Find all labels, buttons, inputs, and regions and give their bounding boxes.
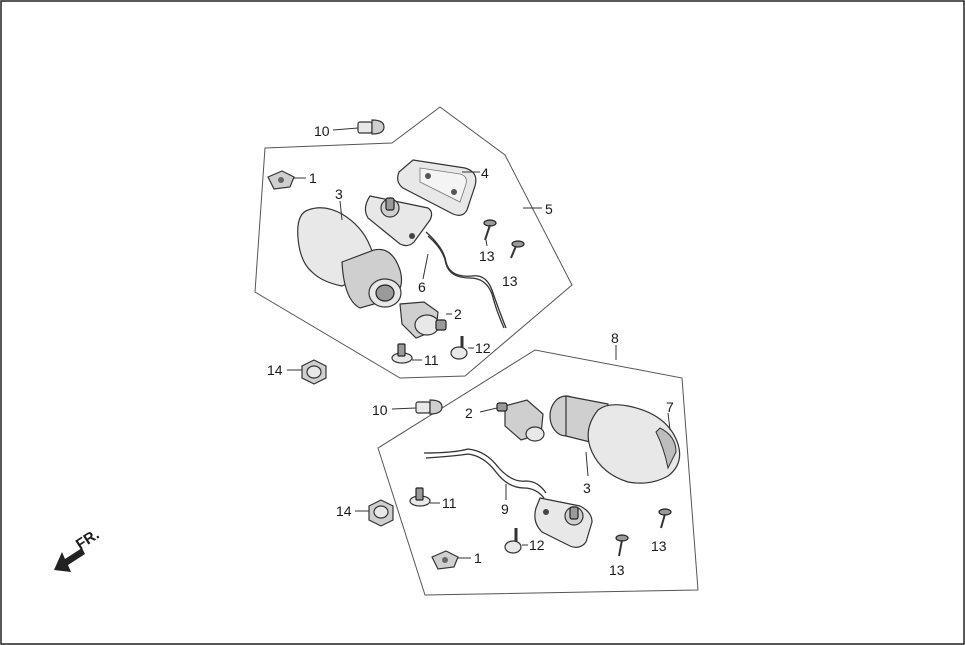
bulb-socket-top bbox=[399, 301, 447, 339]
screw-12-bottom bbox=[504, 528, 522, 554]
clip-nut-top bbox=[267, 170, 295, 190]
label-2-top: 2 bbox=[454, 306, 462, 322]
bulb-bottom bbox=[415, 399, 443, 415]
bulb-socket-bottom bbox=[496, 399, 545, 442]
label-8: 8 bbox=[611, 330, 619, 346]
label-10-top: 10 bbox=[314, 123, 330, 139]
screw-12-top bbox=[450, 336, 468, 360]
label-5: 5 bbox=[545, 201, 553, 217]
label-13a-top: 13 bbox=[479, 248, 495, 264]
label-14-bottom: 14 bbox=[336, 503, 352, 519]
top-assembly-frame bbox=[254, 106, 573, 379]
label-1-top: 1 bbox=[309, 170, 317, 186]
label-2-bottom: 2 bbox=[465, 405, 473, 421]
socket-plate-top bbox=[364, 195, 433, 247]
screw-13a-bottom bbox=[615, 534, 629, 557]
leader-7 bbox=[667, 412, 671, 431]
label-10-bottom: 10 bbox=[372, 402, 388, 418]
label-4-top: 4 bbox=[481, 165, 489, 181]
label-3-top: 3 bbox=[335, 186, 343, 202]
leader-10-bottom bbox=[391, 407, 417, 410]
turn-signal-housing-bottom bbox=[549, 395, 681, 484]
label-12-top: 12 bbox=[475, 340, 491, 356]
leader-10-top bbox=[332, 127, 359, 131]
clip-nut-bottom bbox=[431, 550, 459, 570]
wire-harness-top-2 bbox=[427, 235, 505, 329]
bottom-assembly-frame bbox=[377, 349, 699, 596]
leader-3-top bbox=[339, 200, 343, 221]
leader-3-bottom bbox=[585, 451, 589, 477]
screw-13b-top bbox=[510, 240, 525, 259]
front-direction-arrow bbox=[54, 548, 85, 572]
nut-14-bottom bbox=[368, 499, 394, 527]
leader-2-bottom bbox=[479, 407, 498, 413]
label-3-bottom: 3 bbox=[583, 480, 591, 496]
front-direction-label: FR. bbox=[73, 526, 103, 553]
label-12-bottom: 12 bbox=[529, 537, 545, 553]
wire-harness-top bbox=[425, 231, 507, 329]
label-13a-bottom: 13 bbox=[609, 562, 625, 578]
wire-harness-bottom bbox=[423, 448, 547, 494]
leader-13a-top bbox=[485, 239, 488, 247]
label-9: 9 bbox=[501, 501, 509, 517]
label-14-top: 14 bbox=[267, 362, 283, 378]
label-13b-bottom: 13 bbox=[651, 538, 667, 554]
grommet-11-top bbox=[391, 343, 413, 364]
turn-signal-housing-top bbox=[297, 207, 403, 309]
screw-13b-bottom bbox=[658, 508, 672, 529]
lens-top bbox=[397, 159, 477, 216]
label-11-bottom: 11 bbox=[442, 495, 457, 511]
screw-13a-top bbox=[483, 219, 497, 241]
label-6-top: 6 bbox=[418, 279, 426, 295]
socket-plate-bottom bbox=[534, 497, 593, 548]
label-1-bottom: 1 bbox=[474, 550, 482, 566]
label-7: 7 bbox=[666, 399, 674, 415]
grommet-11-bottom bbox=[409, 487, 431, 507]
label-13b-top: 13 bbox=[502, 273, 518, 289]
label-11-top: 11 bbox=[424, 352, 439, 368]
wire-harness-bottom-2 bbox=[425, 453, 545, 499]
leader-6-top bbox=[422, 253, 429, 280]
nut-14-top bbox=[301, 359, 327, 385]
bulb-top bbox=[357, 119, 385, 135]
